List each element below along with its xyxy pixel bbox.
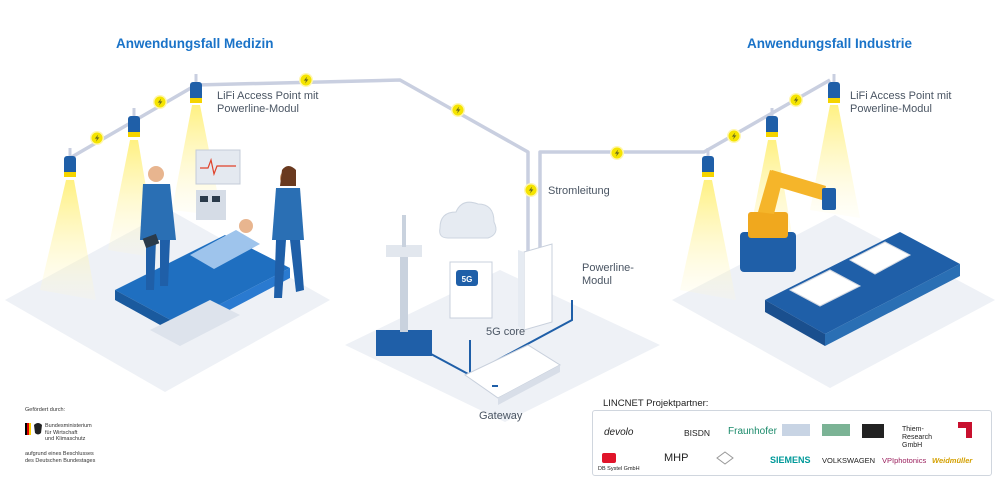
partner-volkswagen: VOLKSWAGEN: [822, 456, 876, 465]
partner-logos: [602, 422, 972, 465]
lifi-label-left: LiFi Access Point mit Powerline-Modul: [217, 90, 318, 116]
ministry-line1: Bundesministerium: [45, 423, 92, 429]
funding-intro: Gefördert durch:: [25, 407, 66, 413]
powerline-label-line2: Modul: [582, 275, 612, 287]
powerline-label-line1: Powerline-: [582, 262, 634, 274]
core-platform: [345, 270, 660, 422]
core-server: 5G: [449, 261, 493, 319]
medizin-title: Anwendungsfall Medizin: [116, 36, 274, 51]
partner-vpiphotonics: VPIphotonics: [882, 456, 927, 465]
partner-mhp: MHP: [664, 452, 689, 464]
funding-basis: aufgrund eines Beschlusses des Deutschen…: [25, 451, 95, 464]
gateway-device: [464, 344, 561, 405]
partner-weidmueller: Weidmüller: [932, 456, 973, 465]
industrie-title: Anwendungsfall Industrie: [747, 36, 913, 51]
gateway-label: Gateway: [479, 410, 523, 422]
partner-fraunhofer: Fraunhofer: [728, 426, 777, 437]
partner-bisdn: BISDN: [684, 428, 710, 438]
lifi-label-right-line1: LiFi Access Point mit: [850, 90, 952, 102]
conveyor-belt: [765, 232, 960, 346]
funding-basis-line2: des Deutschen Bundestages: [25, 457, 96, 464]
powerline-plug: [518, 243, 553, 331]
core-label: 5G core: [486, 326, 526, 338]
partners-box: [592, 410, 992, 476]
lifi-label-right-line2: Powerline-Modul: [850, 103, 932, 115]
cloud-icon: [439, 201, 497, 239]
robot-arm-left: [376, 215, 432, 356]
partner-devolo: devolo: [604, 427, 634, 438]
ministry-line2: für Wirtschaft: [45, 429, 78, 436]
doctor-figure: [140, 166, 176, 290]
ministry-name: Bundesministerium für Wirtschaft und Kli…: [45, 423, 92, 443]
5g-badge: 5G: [462, 275, 473, 284]
powerline-label: Powerline- Modul: [582, 262, 634, 288]
stromleitung-label: Stromleitung: [548, 185, 610, 197]
partner-db-systel: DB Systel GmbH: [598, 466, 640, 472]
lamps: [62, 72, 842, 179]
lifi-label-right: LiFi Access Point mit Powerline-Modul: [850, 90, 951, 116]
industrial-robot: [740, 170, 836, 272]
federal-eagle-icon: [25, 423, 42, 435]
network-cables: [404, 300, 573, 377]
monitor-equipment: [195, 149, 241, 220]
lifi-label-left-line2: Powerline-Modul: [217, 103, 299, 115]
ministry-line3: und Klimaschutz: [45, 436, 86, 442]
partner-siemens: SIEMENS: [770, 455, 811, 465]
funding-basis-line1: aufgrund eines Beschlusses: [25, 451, 94, 457]
operating-table: [115, 219, 290, 346]
lifi-label-left-line1: LiFi Access Point mit: [217, 90, 319, 102]
partners-heading: LINCNET Projektpartner:: [603, 398, 709, 409]
nurse-figure: [272, 166, 304, 298]
partner-thiem-research: Thiem-Research GmbH: [902, 426, 932, 449]
